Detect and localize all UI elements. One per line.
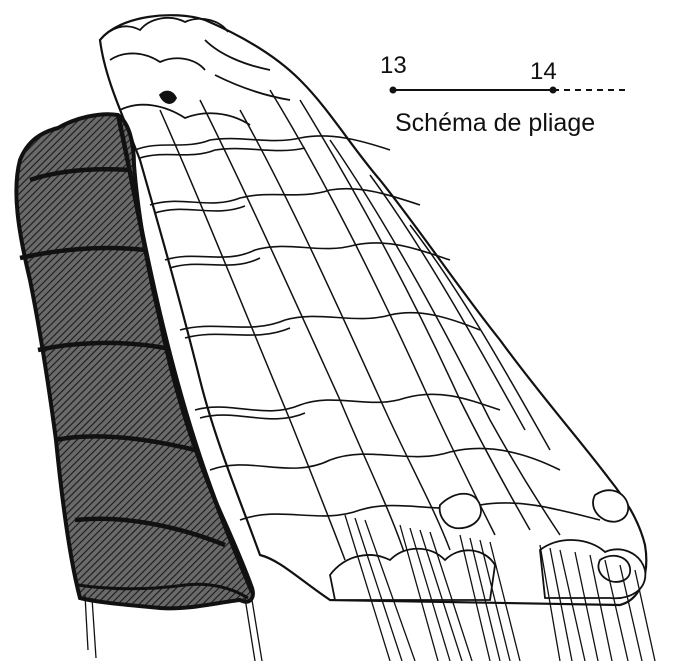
step-14-marker bbox=[550, 87, 557, 94]
step-13-marker bbox=[390, 87, 397, 94]
step-14-label: 14 bbox=[530, 58, 557, 86]
step-13-label: 13 bbox=[380, 52, 407, 80]
fold-step-legend-line bbox=[390, 87, 629, 94]
folding-diagram-caption: Schéma de pliage bbox=[395, 109, 595, 138]
